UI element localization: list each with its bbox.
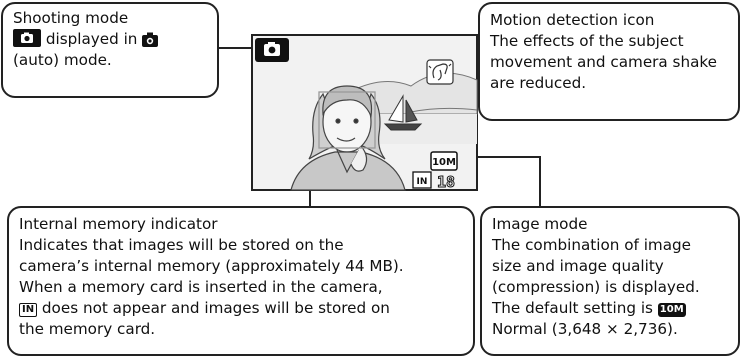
image-mode-desc-2: size and image quality	[492, 257, 664, 275]
image-mode-desc-4: The default setting is	[492, 299, 653, 317]
internal-memory-desc-4: does not appear and images will be store…	[41, 299, 390, 317]
svg-text:IN: IN	[417, 177, 428, 187]
sailboat	[383, 94, 423, 131]
image-mode-desc-3: (compression) is displayed.	[492, 278, 700, 296]
motion-detection-desc-1: The effects of the subject	[490, 32, 684, 50]
screen-shooting-mode-icon	[255, 38, 289, 62]
internal-memory-title: Internal memory indicator	[19, 215, 218, 233]
camera-monitor-screen: 10M IN 18	[251, 34, 478, 191]
callout-image-mode: Image mode The combination of image size…	[480, 206, 740, 356]
face-detection-frame	[318, 91, 376, 149]
auto-mode-camera-icon	[142, 32, 159, 47]
motion-detection-desc-2: movement and camera shake	[490, 53, 717, 71]
shore	[410, 107, 478, 113]
image-mode-title: Image mode	[492, 215, 588, 233]
motion-detection-desc-3: are reduced.	[490, 74, 587, 92]
camera-icon	[13, 29, 41, 47]
person-photo	[290, 85, 406, 191]
hand-wave-icon	[426, 59, 454, 85]
10m-image-size-icon: 10M	[430, 151, 458, 171]
exposures-remaining: 18	[437, 173, 455, 191]
internal-memory-desc-5: the memory card.	[19, 320, 156, 338]
internal-memory-inline-icon: IN	[19, 303, 38, 317]
internal-memory-desc-2: camera’s internal memory (approximately …	[19, 257, 404, 275]
callout-motion-detection: Motion detection icon The effects of the…	[478, 2, 740, 121]
callout-internal-memory: Internal memory indicator Indicates that…	[7, 206, 475, 356]
image-mode-inline-icon: 10M	[657, 303, 686, 317]
shooting-mode-text: displayed in	[45, 30, 138, 48]
internal-memory-in-icon: IN	[412, 171, 432, 189]
internal-memory-desc-3: When a memory card is inserted in the ca…	[19, 278, 383, 296]
leader-image-mode	[458, 156, 541, 208]
shooting-mode-auto-text: (auto) mode.	[13, 51, 112, 69]
shooting-mode-title: Shooting mode	[13, 9, 129, 27]
internal-memory-desc-1: Indicates that images will be stored on …	[19, 236, 344, 254]
callout-shooting-mode: Shooting mode displayed in (auto) mode.	[1, 2, 219, 98]
motion-detection-title: Motion detection icon	[490, 11, 655, 29]
image-mode-desc-5: Normal (3,648 × 2,736).	[492, 320, 678, 338]
svg-text:10M: 10M	[432, 157, 456, 168]
image-mode-desc-1: The combination of image	[492, 236, 691, 254]
